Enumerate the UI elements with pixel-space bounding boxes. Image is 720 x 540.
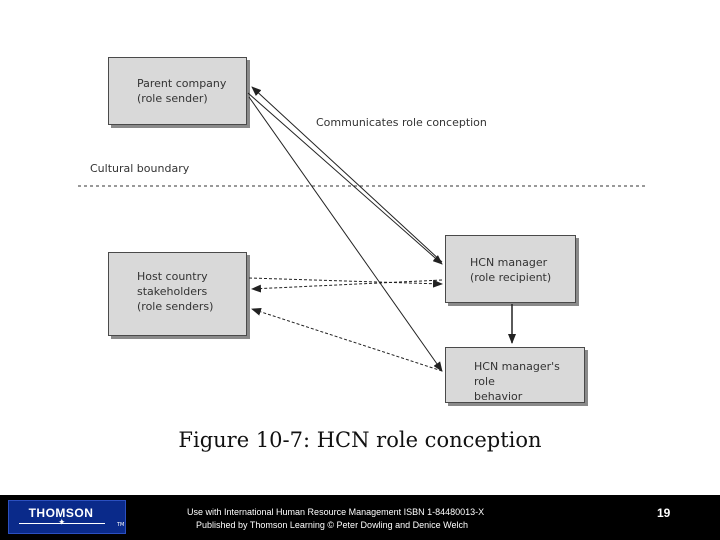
role-behavior-label: HCN manager's role behavior [474, 360, 560, 403]
arrow-parent-to-behavior [248, 96, 443, 372]
arrow-behavior-to-host [251, 307, 443, 372]
logo-wordmark: THOMSON [28, 506, 94, 520]
role-behavior-box: HCN manager's role behavior [445, 347, 585, 403]
arrow-parent-to-manager [247, 92, 443, 265]
footer-bar: THOMSON ✦ TM Use with International Huma… [0, 495, 720, 540]
figure-caption: Figure 10-7: HCN role conception [178, 428, 542, 452]
communicates-role-conception-label: Communicates role conception [316, 116, 487, 129]
arrow-manager-to-parent [251, 86, 443, 263]
parent-company-label: Parent company (role sender) [137, 77, 227, 105]
hcn-manager-box: HCN manager (role recipient) [445, 235, 576, 303]
star-icon: ✦ [58, 518, 66, 528]
logo-rule [19, 523, 105, 524]
footer-line-2: Published by Thomson Learning © Peter Do… [196, 520, 468, 530]
arrow-host-to-manager [248, 277, 443, 288]
page-number: 19 [657, 506, 671, 520]
thomson-logo: THOMSON ✦ TM [8, 500, 126, 534]
trademark-mark: TM [117, 522, 125, 528]
host-country-box: Host country stakeholders (role senders) [108, 252, 247, 336]
host-country-label: Host country stakeholders (role senders) [137, 270, 214, 313]
footer-line-1: Use with International Human Resource Ma… [187, 507, 485, 517]
hcn-manager-label: HCN manager (role recipient) [470, 256, 552, 284]
cultural-boundary-label: Cultural boundary [90, 162, 190, 175]
diagram-connectors [78, 86, 645, 372]
arrow-manager-to-host [251, 279, 443, 293]
parent-company-box: Parent company (role sender) [108, 57, 247, 125]
